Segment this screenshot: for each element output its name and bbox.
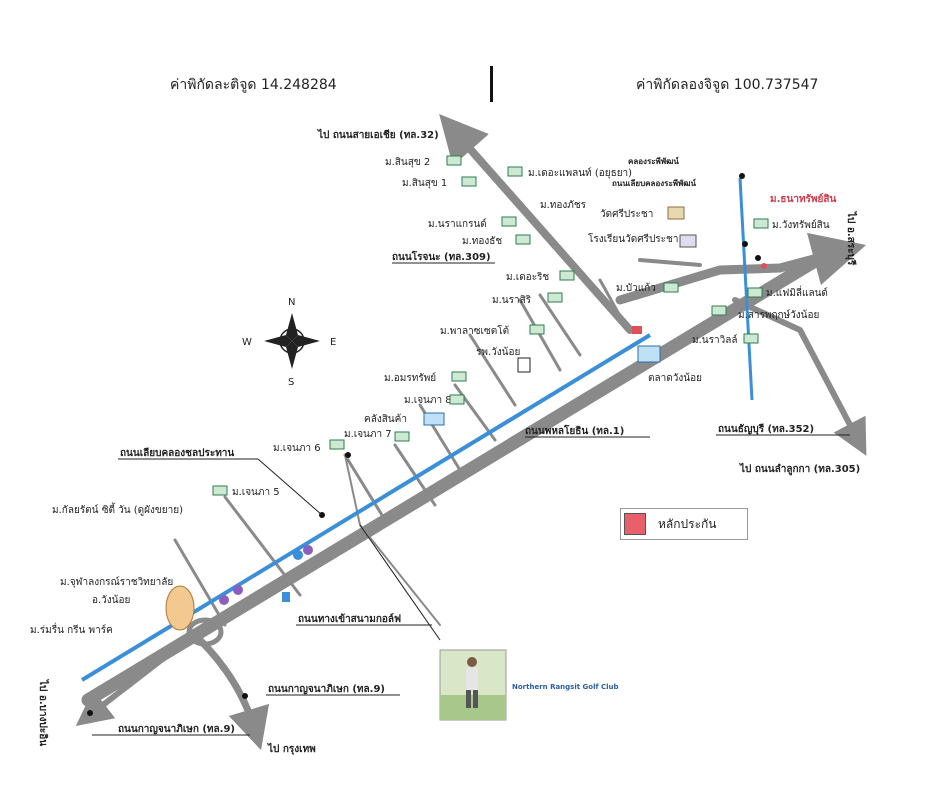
house-icon xyxy=(529,324,545,335)
place-label: ม.ธนาทรัพย์สิน xyxy=(770,193,836,205)
station-icon xyxy=(233,585,243,595)
place-label: อ.วังน้อย xyxy=(92,594,130,606)
interchange xyxy=(186,617,224,647)
legend-label: หลักประกัน xyxy=(658,516,717,531)
place-label: คลังสินค้า xyxy=(364,413,407,425)
warehouse-icon xyxy=(423,412,445,426)
market-icon xyxy=(637,345,661,363)
place-label: ม.เดอะริช xyxy=(506,272,549,283)
house-icon xyxy=(711,305,727,316)
dir-bottom-right: ไป ถนนลำลูกกา (ทล.305) xyxy=(739,462,860,476)
canal-vertical xyxy=(738,177,754,401)
temple-icon xyxy=(667,206,685,220)
place-label: ม.วังทรัพย์สิน xyxy=(772,219,830,231)
station-icon xyxy=(303,545,313,555)
house-icon xyxy=(507,166,523,177)
house-icon xyxy=(501,216,517,227)
place-label: ม.ทองภัชร xyxy=(540,200,587,211)
place-label: ม.เจนภา 7 xyxy=(344,429,392,440)
hospital-icon xyxy=(517,357,531,373)
phahon-yothin-road xyxy=(81,251,827,707)
dir-bottom: ไป กรุงเทพ xyxy=(267,742,316,755)
road-label-golf: ถนนทางเข้าสนามกอล์ฟ xyxy=(298,613,401,625)
road-label-canal-top1: คลองระพีพัฒน์ xyxy=(628,156,679,166)
compass-e: E xyxy=(330,337,336,348)
road-label-canal-top2: ถนนเลียบคลองระพีพัฒน์ xyxy=(612,178,697,188)
house-icon xyxy=(753,218,769,229)
house-icon xyxy=(446,155,462,166)
place-label: ม.พาลาซเซตโต้ xyxy=(440,324,509,337)
legend-swatch xyxy=(624,513,646,535)
compass-s: S xyxy=(288,377,294,388)
house-icon xyxy=(394,431,410,442)
station-icon xyxy=(219,595,229,605)
place-label: ม.แฟมิลี่แลนด์ xyxy=(766,285,828,299)
house-icon xyxy=(449,394,465,405)
house-icon xyxy=(212,485,228,496)
lamlukka-road xyxy=(732,297,867,456)
golf-club-photo[interactable] xyxy=(439,649,507,721)
road-label-kanchana1: ถนนกาญจนาภิเษก (ทล.9) xyxy=(268,683,385,695)
compass-rose: N S E W xyxy=(242,297,336,388)
road-label-phahon: ถนนพหลโยธิน (ทล.1) xyxy=(525,424,624,437)
road-label-rojana: ถนนโรจนะ (ทล.309) xyxy=(392,250,491,263)
place-label: ม.จุฬาลงกรณ์ราชวิทยาลัย xyxy=(60,576,173,588)
legend: หลักประกัน xyxy=(620,508,748,540)
place-label: ม.เดอะแพลนท์ (อยุธยา) xyxy=(528,167,632,179)
place-label: ม.สินสุข 1 xyxy=(402,178,447,189)
place-label: ม.เจนภา 5 xyxy=(232,487,280,498)
dir-right: ไป อ.สระบุรี xyxy=(845,211,858,266)
sign-icon xyxy=(282,592,290,602)
rojana-road xyxy=(439,114,634,334)
compass-w: W xyxy=(242,337,252,348)
longitude-label: ค่าพิกัดลองจิจูด 100.737547 xyxy=(636,77,819,93)
place-label: ม.สินสุข 2 xyxy=(385,157,430,168)
road-label-thanyaburi: ถนนธัญบุรี (ทล.352) xyxy=(718,423,814,435)
monument-icon xyxy=(165,585,195,631)
place-label: ตลาดวังน้อย xyxy=(648,372,702,384)
place-label: ม.สารพฤกษ์วังน้อย xyxy=(738,309,819,321)
place-label: วัดศรีประชา xyxy=(600,208,653,220)
collateral-marker xyxy=(761,263,767,269)
house-icon xyxy=(663,282,679,293)
house-icon xyxy=(461,176,477,187)
road-label-canal: ถนนเลียบคลองชลประทาน xyxy=(120,447,234,459)
house-icon xyxy=(329,439,345,450)
kanchanaphisek-road xyxy=(196,636,270,751)
place-label: ม.เจนภา 6 xyxy=(273,443,321,454)
latitude-label: ค่าพิกัดละติจูด 14.248284 xyxy=(170,77,337,93)
golf-club-label: Northern Rangsit Golf Club xyxy=(512,683,619,691)
place-label: ม.กัลยรัตน์ ซิตี้ วัน (ดูผังขยาย) xyxy=(52,502,183,516)
place-label: ม.นราวิลล์ xyxy=(692,334,737,346)
house-icon xyxy=(559,270,575,281)
station-icon xyxy=(293,550,303,560)
compass-n: N xyxy=(288,297,295,308)
house-icon xyxy=(515,234,531,245)
house-icons xyxy=(212,155,769,496)
header-divider xyxy=(490,66,493,102)
house-icon xyxy=(451,371,467,382)
junction-marker xyxy=(632,326,642,334)
house-icon xyxy=(547,292,563,303)
dir-top-left: ไป ถนนสายเอเชีย (ทล.32) xyxy=(317,128,439,141)
place-label: ม.นราแกรนด์ xyxy=(428,218,487,230)
place-label: ม.ทองธัช xyxy=(462,236,502,247)
place-label: โรงเรียนวัดศรีประชา xyxy=(588,232,678,245)
place-label: ม.อมรทรัพย์ xyxy=(384,372,436,384)
bangpain-road xyxy=(75,627,203,727)
place-label: ม.เจนภา 8 xyxy=(404,395,452,406)
place-label: ม.บัวแก้ว xyxy=(616,282,656,294)
road-network xyxy=(75,114,867,751)
place-label: ม.ร่มรื่น กรีน พาร์ค xyxy=(30,622,113,636)
school-icon xyxy=(679,234,697,248)
place-label: ม.นราสิริ xyxy=(492,295,532,306)
house-icon xyxy=(747,287,763,298)
house-icon xyxy=(743,333,759,344)
road-label-kanchana2: ถนนกาญจนาภิเษก (ทล.9) xyxy=(118,723,235,735)
place-label: รพ.วังน้อย xyxy=(476,346,520,358)
dir-bottom-left: ไป อ.บางปะอิน xyxy=(37,679,50,746)
